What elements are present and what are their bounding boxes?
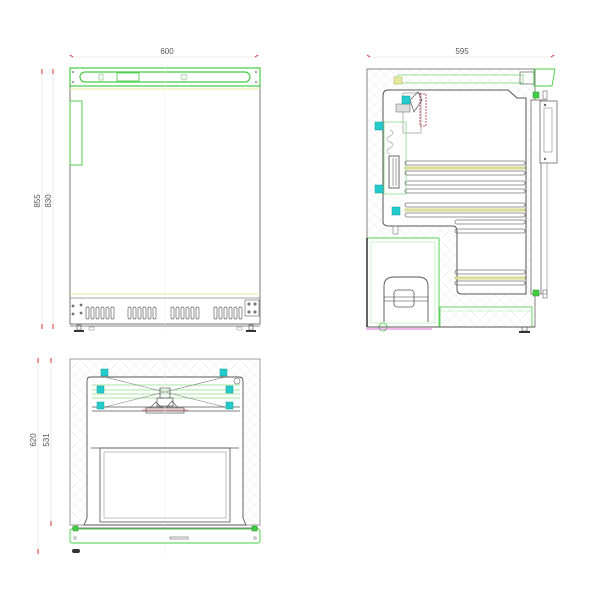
compressor-compartment <box>366 237 440 332</box>
top-depth-overall-label: 620 <box>29 433 38 447</box>
foot-icon <box>72 549 80 553</box>
top-inner-compartment <box>99 447 231 523</box>
cyan-clip-icon <box>225 385 234 394</box>
cyan-clip-icon <box>96 385 105 394</box>
inner-liner <box>382 89 527 295</box>
door-handle <box>69 100 83 166</box>
body-height-label: 830 <box>44 194 53 208</box>
bottom-hinge-icon <box>532 289 540 297</box>
cyan-clip-icon <box>96 401 105 410</box>
side-depth-dimension: 595 <box>366 47 555 58</box>
kick-plate-vents <box>70 297 260 327</box>
top-duct <box>393 68 556 87</box>
front-view: 600 855 830 <box>33 47 261 332</box>
front-width-label: 600 <box>160 47 174 56</box>
cyan-clip-icon <box>374 184 384 194</box>
thermostat-assembly <box>395 91 427 134</box>
overall-height-label: 855 <box>33 194 42 208</box>
cyan-clip-icon <box>219 368 228 377</box>
cyan-clip-icon <box>100 368 109 377</box>
top-door-handle <box>169 536 189 540</box>
top-view: 620 531 <box>29 358 261 555</box>
front-feet <box>74 324 256 332</box>
evaporator-coil <box>374 121 407 235</box>
cyan-clip-icon <box>391 206 401 216</box>
front-height-dimensions: 855 830 <box>33 69 54 329</box>
side-door-handle <box>539 100 558 164</box>
shelves <box>404 160 526 286</box>
cyan-clip-icon <box>401 95 411 105</box>
top-door <box>69 525 261 553</box>
hinge-icon <box>251 525 258 532</box>
hinge-icon <box>72 525 79 532</box>
front-width-dimension: 600 <box>69 47 259 58</box>
cyan-clip-icon <box>225 401 234 410</box>
top-depth-dimensions: 620 531 <box>29 358 52 554</box>
top-depth-body-label: 531 <box>42 433 51 447</box>
cyan-clip-icon <box>374 121 384 131</box>
side-door <box>530 90 558 299</box>
side-view: 595 <box>366 47 558 333</box>
side-depth-label: 595 <box>455 47 469 56</box>
compressor <box>383 276 429 322</box>
top-hinge-icon <box>532 91 540 99</box>
